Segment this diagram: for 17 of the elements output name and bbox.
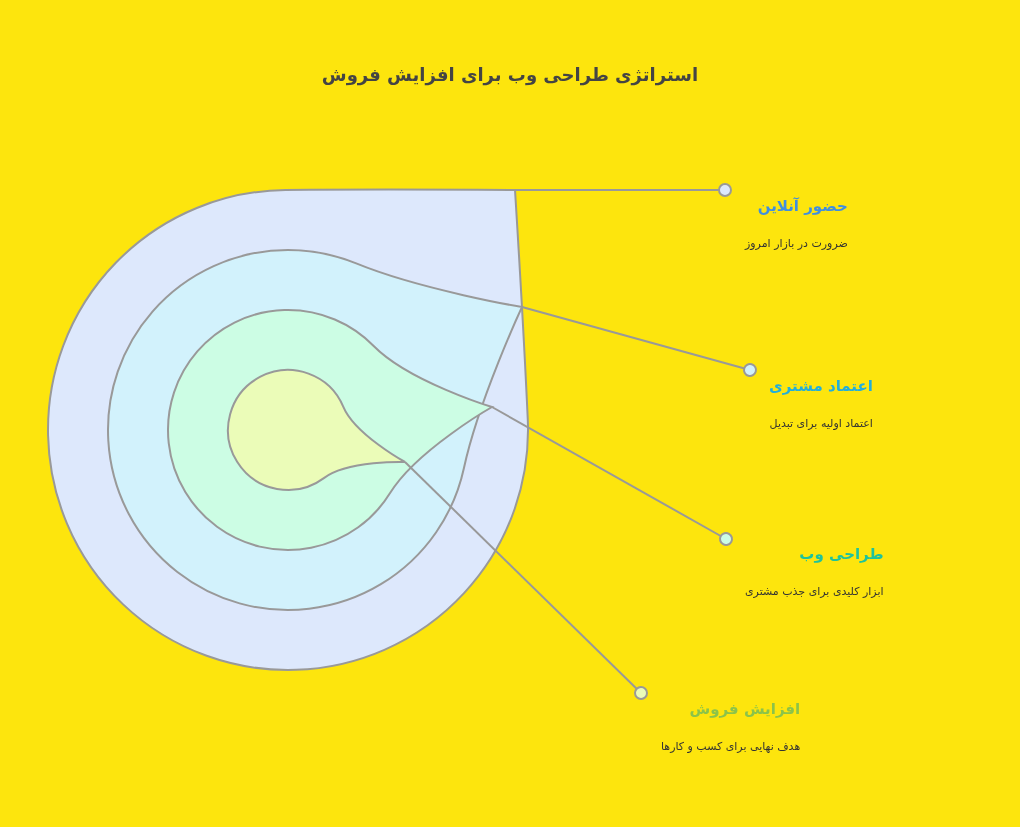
label-heading: طراحی وب [799, 545, 884, 563]
teardrop-shape [227, 369, 406, 491]
leader-line [514, 183, 732, 197]
label-description: اعتماد اولیه برای تبدیل [769, 417, 873, 430]
diagram-title: استراتژی طراحی وب برای افزایش فروش [320, 64, 700, 85]
teardrop-shape [47, 188, 529, 671]
label-heading: اعتماد مشتری [769, 377, 873, 395]
leader-line [404, 461, 648, 700]
label-description: ضرورت در بازار امروز [745, 237, 848, 250]
label-description: ابزار کلیدی برای جذب مشتری [745, 585, 884, 598]
label-description: هدف نهایی برای کسب و کارها [661, 740, 801, 753]
label-heading: افزایش فروش [689, 700, 801, 718]
teardrop-shape [107, 249, 523, 611]
teardrop-shape [167, 309, 493, 551]
leader-line [491, 406, 733, 546]
leader-line [521, 306, 757, 377]
label-heading: حضور آنلاین [757, 197, 848, 215]
